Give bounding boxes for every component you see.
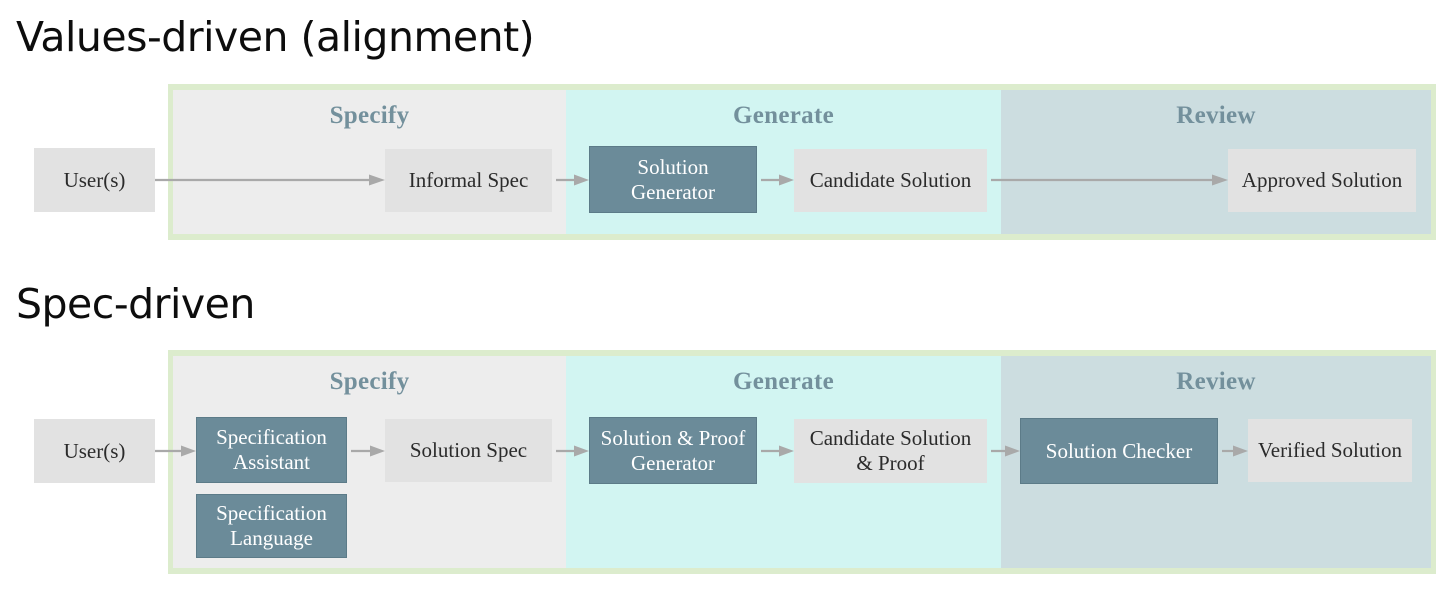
node-specification-assistant-line2: Assistant	[232, 450, 310, 474]
node-candidate-solution-proof-line2: & Proof	[856, 451, 925, 475]
node-informal-spec[interactable]: Informal Spec	[385, 149, 552, 212]
arrow-candidate-solution-to-approved-solution	[991, 173, 1228, 187]
node-candidate-solution[interactable]: Candidate Solution	[794, 149, 987, 212]
node-specification-language[interactable]: Specification Language	[196, 494, 347, 558]
diagram-title-values-driven: Values-driven (alignment)	[16, 13, 535, 61]
stage-label-specify: Specify	[329, 102, 410, 129]
arrow-solution-generator-to-candidate-solution	[761, 173, 794, 187]
node-specification-language-line1: Specification	[216, 501, 327, 526]
arrow-candidate-solution-proof-to-solution-checker	[991, 444, 1020, 458]
arrow-solution-checker-to-verified-solution	[1222, 444, 1248, 458]
arrow-solution-spec-to-solution-proof-generator	[556, 444, 589, 458]
node-solution-generator-line2: Generator	[631, 179, 715, 204]
node-solution-spec[interactable]: Solution Spec	[385, 419, 552, 482]
node-specification-assistant-line1: Specification	[216, 425, 327, 450]
node-solution-generator-line1: Solution	[637, 154, 709, 179]
node-users-values-driven[interactable]: User(s)	[34, 148, 155, 212]
diagram-title-spec-driven: Spec-driven	[16, 280, 255, 328]
stage-label-review: Review	[1176, 102, 1256, 129]
stage-label-review: Review	[1176, 368, 1256, 395]
arrow-specification-assistant-to-solution-spec	[351, 444, 385, 458]
node-solution-generator[interactable]: Solution Generator	[589, 146, 757, 213]
arrow-users-to-informal-spec	[155, 173, 385, 187]
node-specification-language-line2: Language	[230, 526, 313, 550]
arrow-solution-proof-generator-to-candidate-solution-proof	[761, 444, 794, 458]
node-approved-solution[interactable]: Approved Solution	[1228, 149, 1416, 212]
node-candidate-solution-proof[interactable]: Candidate Solution & Proof	[794, 419, 987, 483]
node-solution-proof-generator-line2: Generator	[631, 450, 715, 475]
node-specification-assistant[interactable]: Specification Assistant	[196, 417, 347, 483]
stage-label-specify: Specify	[329, 368, 410, 395]
node-candidate-solution-proof-line1: Candidate Solution	[809, 426, 972, 451]
node-verified-solution[interactable]: Verified Solution	[1248, 419, 1412, 482]
node-solution-proof-generator-line1: Solution & Proof	[600, 425, 746, 450]
arrow-informal-spec-to-solution-generator	[556, 173, 589, 187]
stage-label-generate: Generate	[733, 102, 834, 129]
node-users-spec-driven[interactable]: User(s)	[34, 419, 155, 483]
node-solution-proof-generator[interactable]: Solution & Proof Generator	[589, 417, 757, 484]
arrow-users-to-specification-assistant	[155, 444, 196, 458]
node-solution-checker[interactable]: Solution Checker	[1020, 418, 1218, 484]
stage-label-generate: Generate	[733, 368, 834, 395]
